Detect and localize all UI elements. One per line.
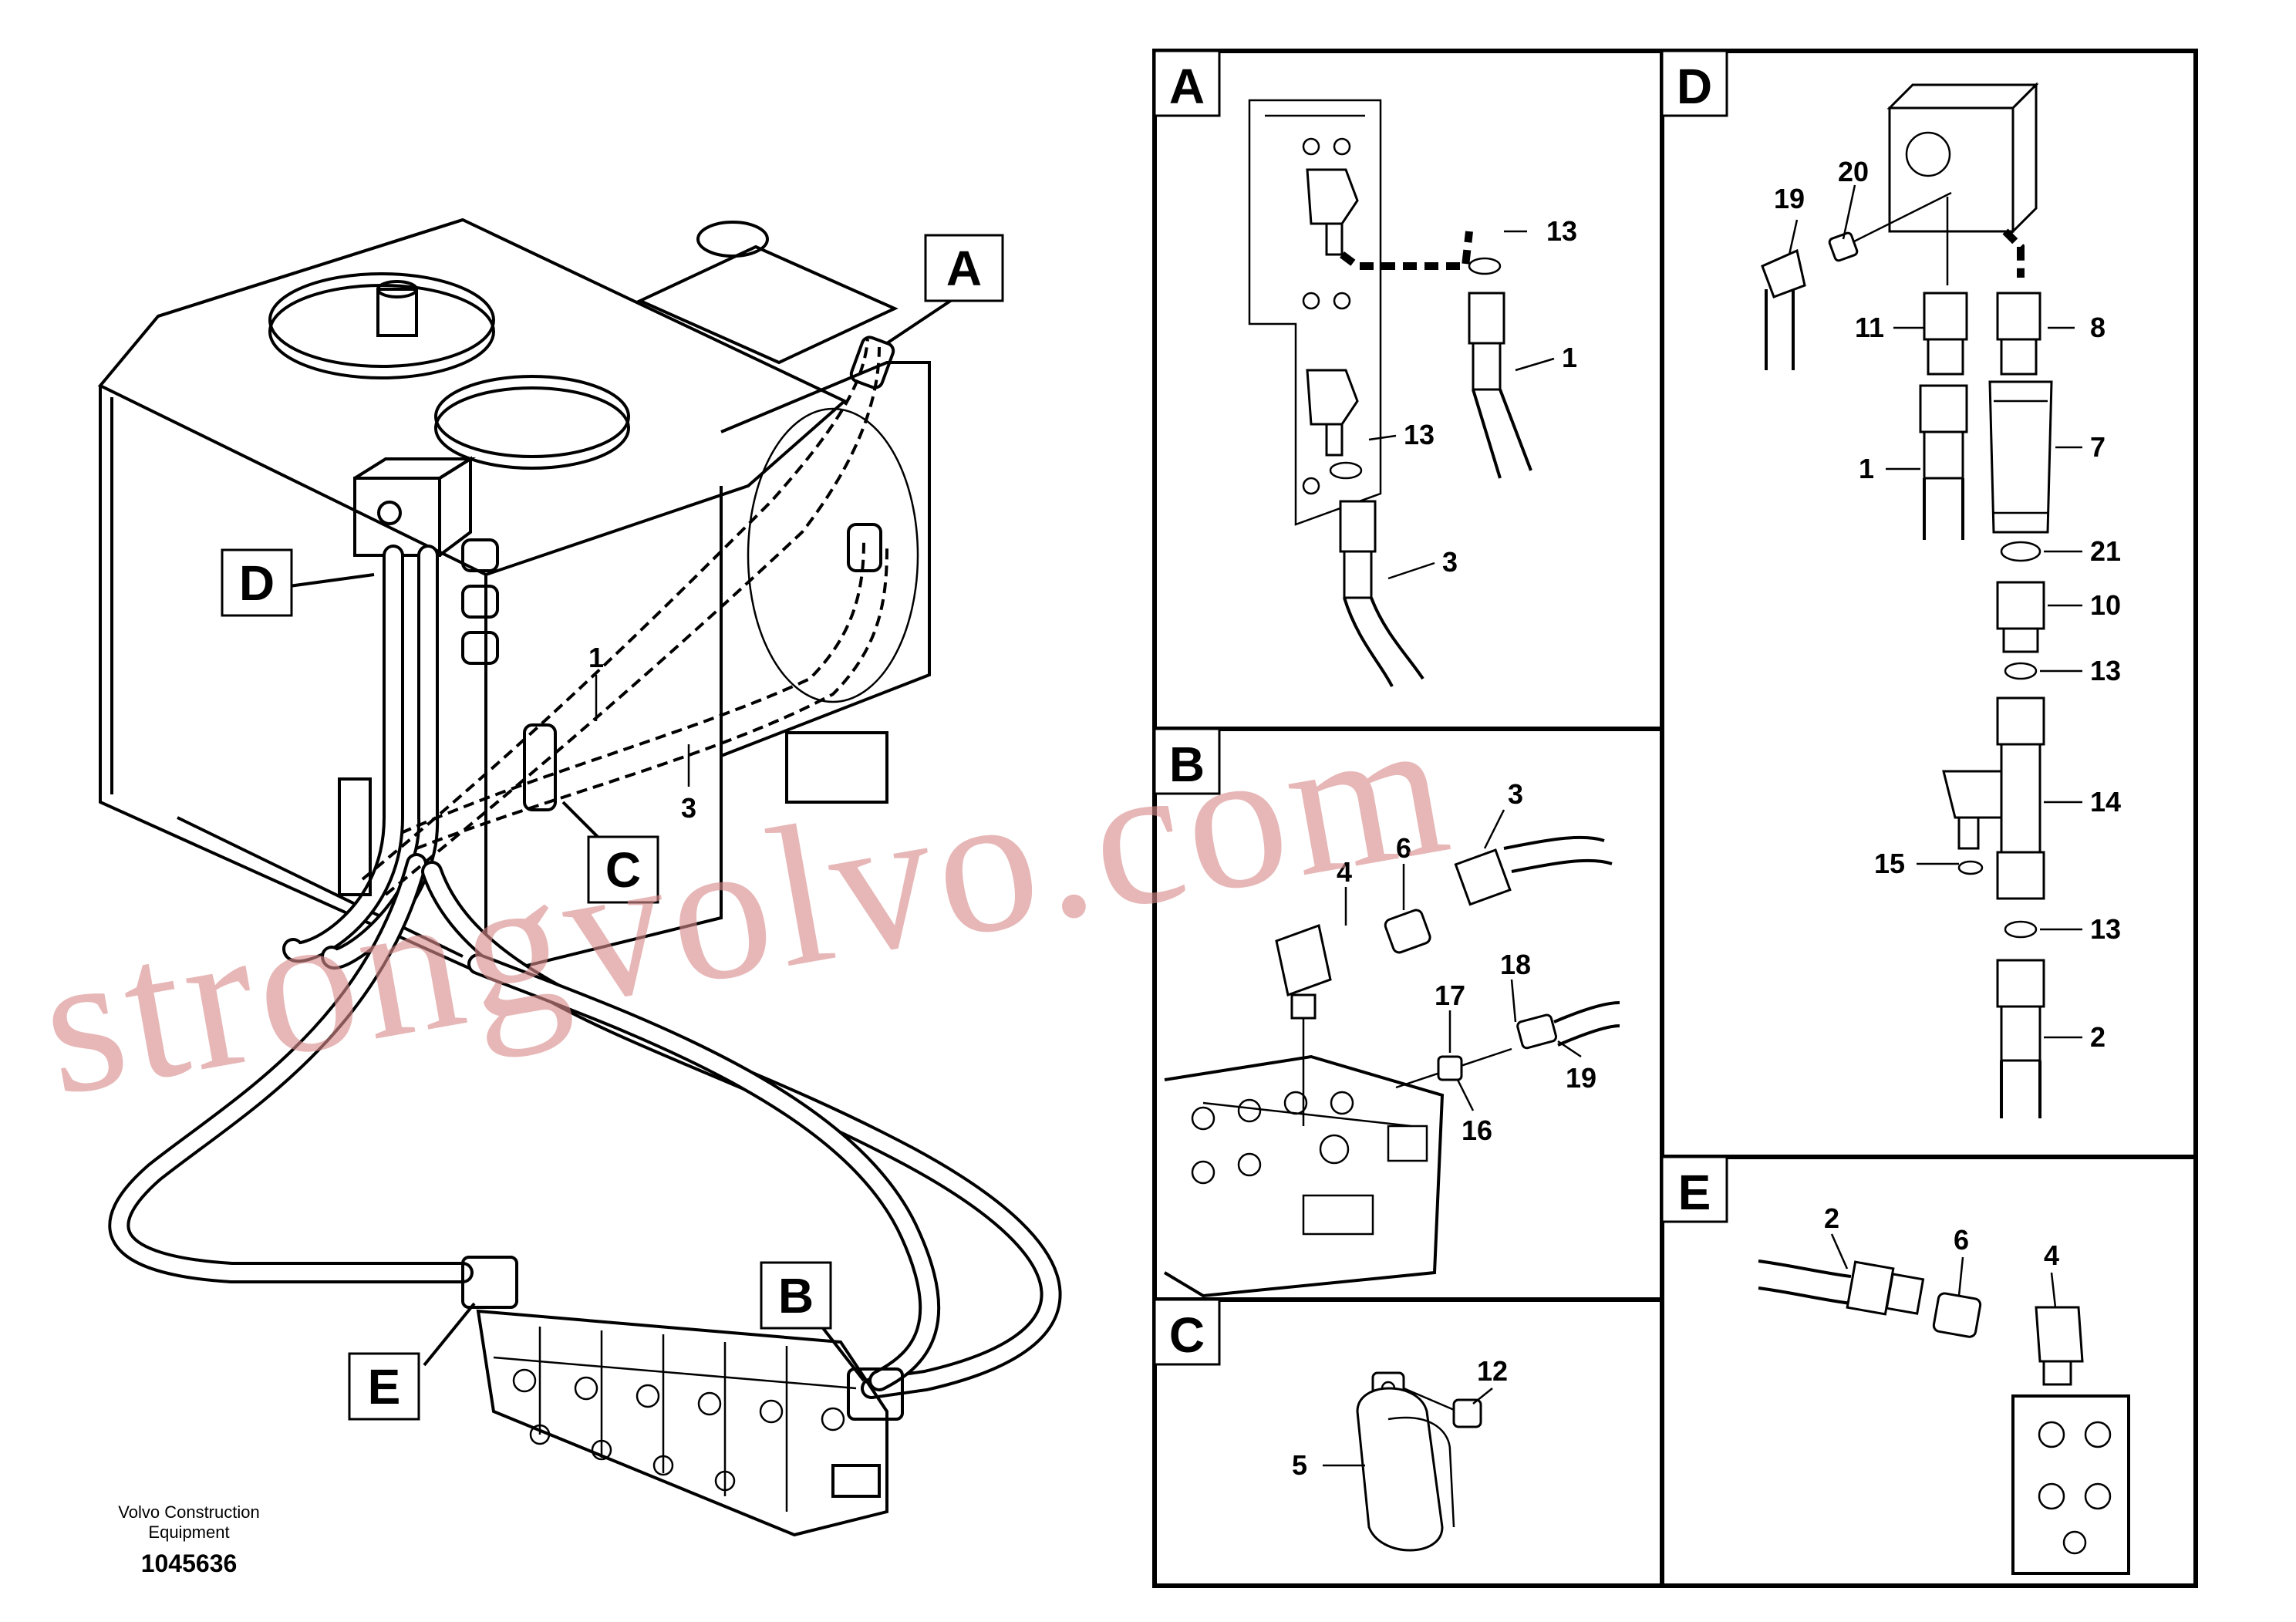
main-view: A D C B E 1 3 bbox=[97, 218, 1062, 1537]
panel-a: A 13 1 13 3 bbox=[1153, 49, 1577, 687]
panel-b: B 3 6 4 bbox=[1153, 727, 1620, 1298]
panel-d-label-10: 10 bbox=[2090, 589, 2121, 621]
callout-e: E bbox=[348, 1352, 420, 1421]
panel-d-letter: D bbox=[1677, 59, 1712, 114]
company-name-line1: Volvo Construction bbox=[118, 1502, 259, 1522]
panel-b-label-4: 4 bbox=[1337, 856, 1352, 888]
svg-text:E: E bbox=[368, 1359, 401, 1415]
panel-b-label-6: 6 bbox=[1396, 832, 1411, 864]
panel-d-label-8: 8 bbox=[2090, 312, 2106, 343]
svg-text:D: D bbox=[239, 555, 275, 611]
callout-a: A bbox=[924, 234, 1004, 302]
panel-d-label-13b: 13 bbox=[2090, 913, 2121, 945]
footer: Volvo Construction Equipment 1045636 bbox=[118, 1502, 259, 1577]
panel-c-letter: C bbox=[1169, 1307, 1205, 1363]
control-valve-block bbox=[461, 1256, 904, 1537]
panel-b-label-18: 18 bbox=[1500, 949, 1531, 980]
panel-d-label-19: 19 bbox=[1774, 183, 1805, 214]
main-label-1: 1 bbox=[588, 642, 604, 673]
svg-text:B: B bbox=[778, 1268, 814, 1324]
panel-a-label-13b: 13 bbox=[1404, 419, 1435, 450]
company-name-line2: Equipment bbox=[148, 1523, 229, 1542]
panel-b-label-17: 17 bbox=[1435, 980, 1465, 1011]
panel-d-label-21: 21 bbox=[2090, 535, 2121, 567]
hydraulic-tank bbox=[97, 218, 931, 979]
panel-a-letter: A bbox=[1169, 59, 1205, 114]
panel-b-label-19: 19 bbox=[1566, 1062, 1596, 1094]
panel-a-label-1: 1 bbox=[1562, 342, 1577, 373]
svg-text:C: C bbox=[605, 842, 641, 898]
panel-d-label-11: 11 bbox=[1855, 312, 1884, 343]
panel-b-letter: B bbox=[1169, 737, 1205, 792]
panel-a-label-13a: 13 bbox=[1546, 215, 1577, 247]
panel-d-label-7: 7 bbox=[2090, 431, 2106, 463]
panel-d-label-1: 1 bbox=[1859, 453, 1874, 484]
panel-b-label-3: 3 bbox=[1508, 778, 1523, 810]
drawing-number: 1045636 bbox=[141, 1549, 238, 1577]
panel-d-label-14: 14 bbox=[2090, 786, 2121, 818]
panel-c: C 12 5 bbox=[1153, 1298, 1508, 1552]
panel-d: D bbox=[1660, 49, 2121, 1118]
panel-c-label-5: 5 bbox=[1292, 1449, 1307, 1481]
panel-a-label-3: 3 bbox=[1442, 546, 1458, 578]
callout-d: D bbox=[221, 548, 293, 617]
callout-b: B bbox=[760, 1261, 832, 1330]
panel-e: E 2 6 4 bbox=[1660, 1155, 2130, 1575]
panel-e-label-4: 4 bbox=[2044, 1239, 2059, 1271]
hose-assembly bbox=[108, 336, 1062, 1399]
callout-c: C bbox=[587, 835, 659, 904]
svg-text:A: A bbox=[946, 241, 982, 296]
panel-e-letter: E bbox=[1678, 1165, 1711, 1220]
panel-d-label-2: 2 bbox=[2090, 1021, 2106, 1053]
panel-b-label-16: 16 bbox=[1462, 1114, 1492, 1146]
panel-c-label-12: 12 bbox=[1477, 1355, 1508, 1387]
main-label-3: 3 bbox=[681, 792, 696, 824]
panel-d-label-20: 20 bbox=[1838, 156, 1869, 187]
panel-d-label-15: 15 bbox=[1874, 848, 1905, 879]
panel-e-label-2: 2 bbox=[1824, 1202, 1839, 1234]
panel-d-label-13a: 13 bbox=[2090, 655, 2121, 686]
panel-e-label-6: 6 bbox=[1954, 1224, 1969, 1256]
